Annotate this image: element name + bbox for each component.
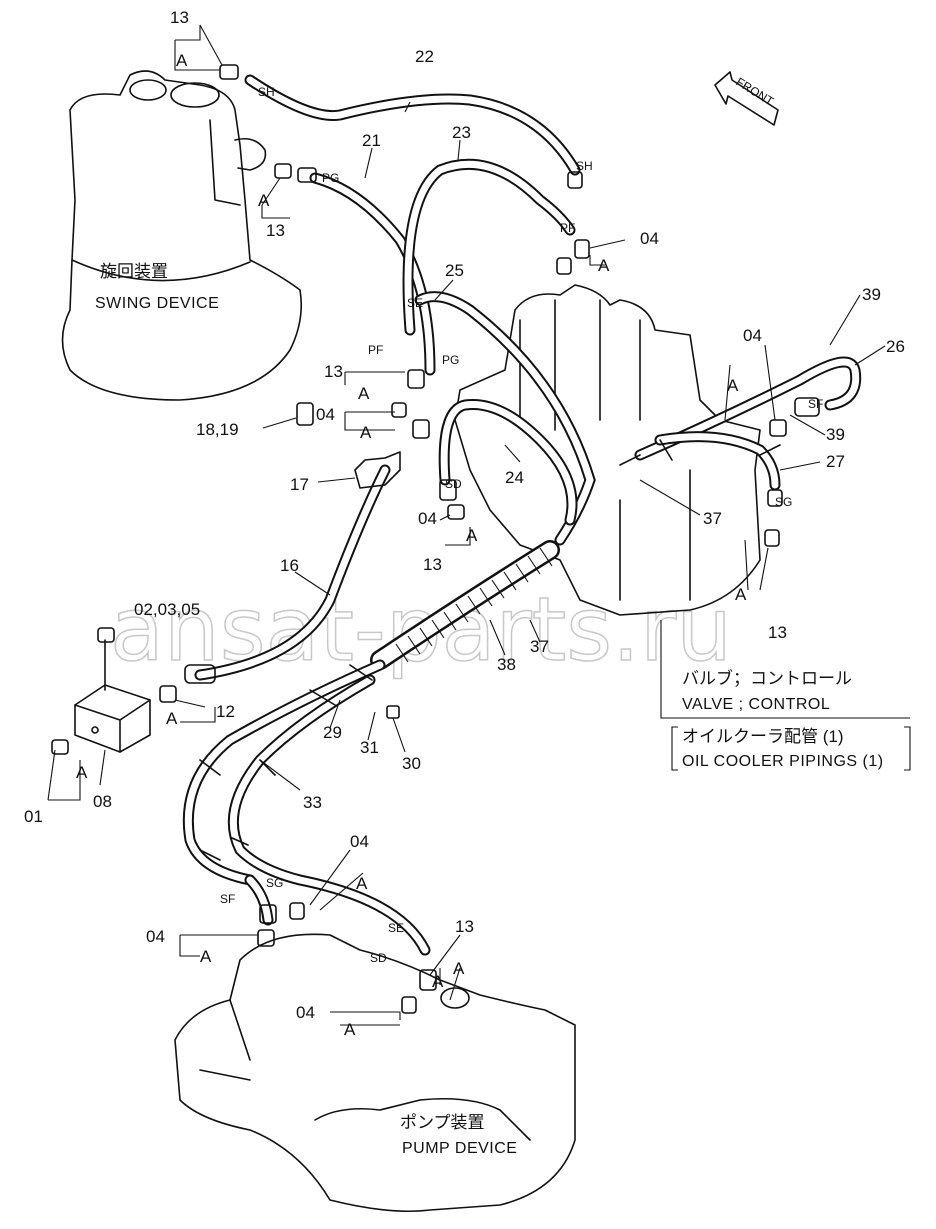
part-13-e: 13 — [768, 623, 787, 642]
a-mark-7: A — [727, 376, 739, 395]
part-04-b: 04 — [743, 326, 762, 345]
swing-device-label-jp: 旋回装置 — [100, 262, 168, 281]
port-se-2: SE — [388, 921, 404, 935]
part-38: 38 — [497, 655, 516, 674]
front-arrow: FRONT — [714, 71, 779, 126]
part-04-g: 04 — [296, 1003, 315, 1022]
a-mark-8: A — [735, 585, 747, 604]
part-31: 31 — [360, 738, 379, 757]
port-sh-1: SH — [258, 85, 275, 99]
valve-label-jp: バルブ；コントロール — [682, 668, 852, 688]
a-mark-3: A — [598, 256, 610, 275]
port-sh-2: SH — [576, 159, 593, 173]
hose-22 — [244, 74, 581, 176]
port-pg-1: PG — [322, 171, 339, 185]
port-pf-2: PF — [368, 343, 383, 357]
swing-device-label-en: SWING DEVICE — [95, 295, 219, 312]
swing-device-body — [61, 70, 303, 401]
part-39-b: 39 — [826, 425, 845, 444]
hose-21 — [309, 172, 436, 376]
part-39-a: 39 — [862, 285, 881, 304]
control-valve-body — [454, 284, 761, 616]
hose-27 — [654, 431, 781, 491]
a-mark-14: A — [344, 1020, 356, 1039]
a-mark-12: A — [200, 947, 212, 966]
part-30: 30 — [402, 754, 421, 773]
block-08 — [74, 627, 151, 753]
a-mark-1: A — [176, 51, 188, 70]
hose-23 — [402, 158, 576, 336]
part-22: 22 — [415, 47, 434, 66]
a-mark-10: A — [76, 763, 88, 782]
port-se-1: SE — [407, 296, 423, 310]
hose-25 — [414, 291, 596, 546]
part-21: 21 — [362, 131, 381, 150]
part-13-d: 13 — [423, 555, 442, 574]
clamp-17 — [354, 451, 401, 489]
pump-device-label-en: PUMP DEVICE — [402, 1140, 517, 1157]
part-08: 08 — [93, 792, 112, 811]
port-sf-1: SF — [808, 397, 823, 411]
title-en: OIL COOLER PIPINGS (1) — [682, 753, 884, 770]
part-17: 17 — [290, 475, 309, 494]
valve-label-en: VALVE ; CONTROL — [682, 696, 830, 713]
valve-callout-line — [660, 620, 910, 719]
part-04-e: 04 — [350, 832, 369, 851]
part-27: 27 — [826, 452, 845, 471]
title-bracket-right — [904, 726, 911, 771]
part-13-f: 13 — [455, 917, 474, 936]
part-26: 26 — [886, 337, 905, 356]
part-16: 16 — [280, 556, 299, 575]
a-mark-5: A — [360, 423, 372, 442]
a-mark-6: A — [466, 526, 478, 545]
plug-01 — [51, 739, 69, 755]
part-37-a: 37 — [703, 509, 722, 528]
part-04-c: 04 — [316, 405, 335, 424]
part-33: 33 — [303, 793, 322, 812]
a-mark-13: A — [453, 959, 465, 978]
a-mark-11: A — [356, 874, 368, 893]
part-13-c: 13 — [324, 362, 343, 381]
part-01: 01 — [24, 807, 43, 826]
hose-bundle-33 — [182, 659, 431, 956]
title-jp: オイルクーラ配管 (1) — [682, 727, 844, 746]
hose-24 — [438, 398, 578, 526]
part-29: 29 — [323, 723, 342, 742]
pump-device-body — [174, 933, 576, 1213]
part-12: 12 — [216, 702, 235, 721]
port-sf-2: SF — [220, 892, 235, 906]
title-bracket-left — [671, 726, 678, 771]
part-24: 24 — [505, 468, 524, 487]
port-sd-1: SD — [445, 477, 462, 491]
hose-16 — [194, 464, 391, 681]
a-mark-15: A — [432, 972, 444, 991]
part-37-b: 37 — [530, 637, 549, 656]
pump-device-label-jp: ポンプ装置 — [400, 1113, 485, 1132]
port-pf-1: PF — [560, 221, 575, 235]
bundle-clamps — [199, 439, 781, 861]
a-mark-4: A — [358, 384, 370, 403]
port-sd-2: SD — [370, 951, 387, 965]
part-18-19: 18,19 — [196, 420, 239, 439]
part-02-03-05: 02,03,05 — [134, 600, 200, 619]
hose-38-sleeve — [370, 540, 560, 670]
part-23: 23 — [452, 123, 471, 142]
fittings — [159, 64, 820, 1014]
port-sg-2: SG — [266, 876, 283, 890]
hose-39 — [634, 356, 862, 461]
a-mark-2: A — [258, 191, 270, 210]
port-sg-1: SG — [775, 495, 792, 509]
part-13-b: 13 — [266, 221, 285, 240]
part-04-d: 04 — [418, 509, 437, 528]
part-13-a: 13 — [170, 8, 189, 27]
a-mark-9: A — [166, 709, 178, 728]
leader-lines — [47, 24, 886, 1026]
part-04-f: 04 — [146, 927, 165, 946]
part-25: 25 — [445, 261, 464, 280]
part-04-a: 04 — [640, 229, 659, 248]
port-pg-2: PG — [442, 353, 459, 367]
